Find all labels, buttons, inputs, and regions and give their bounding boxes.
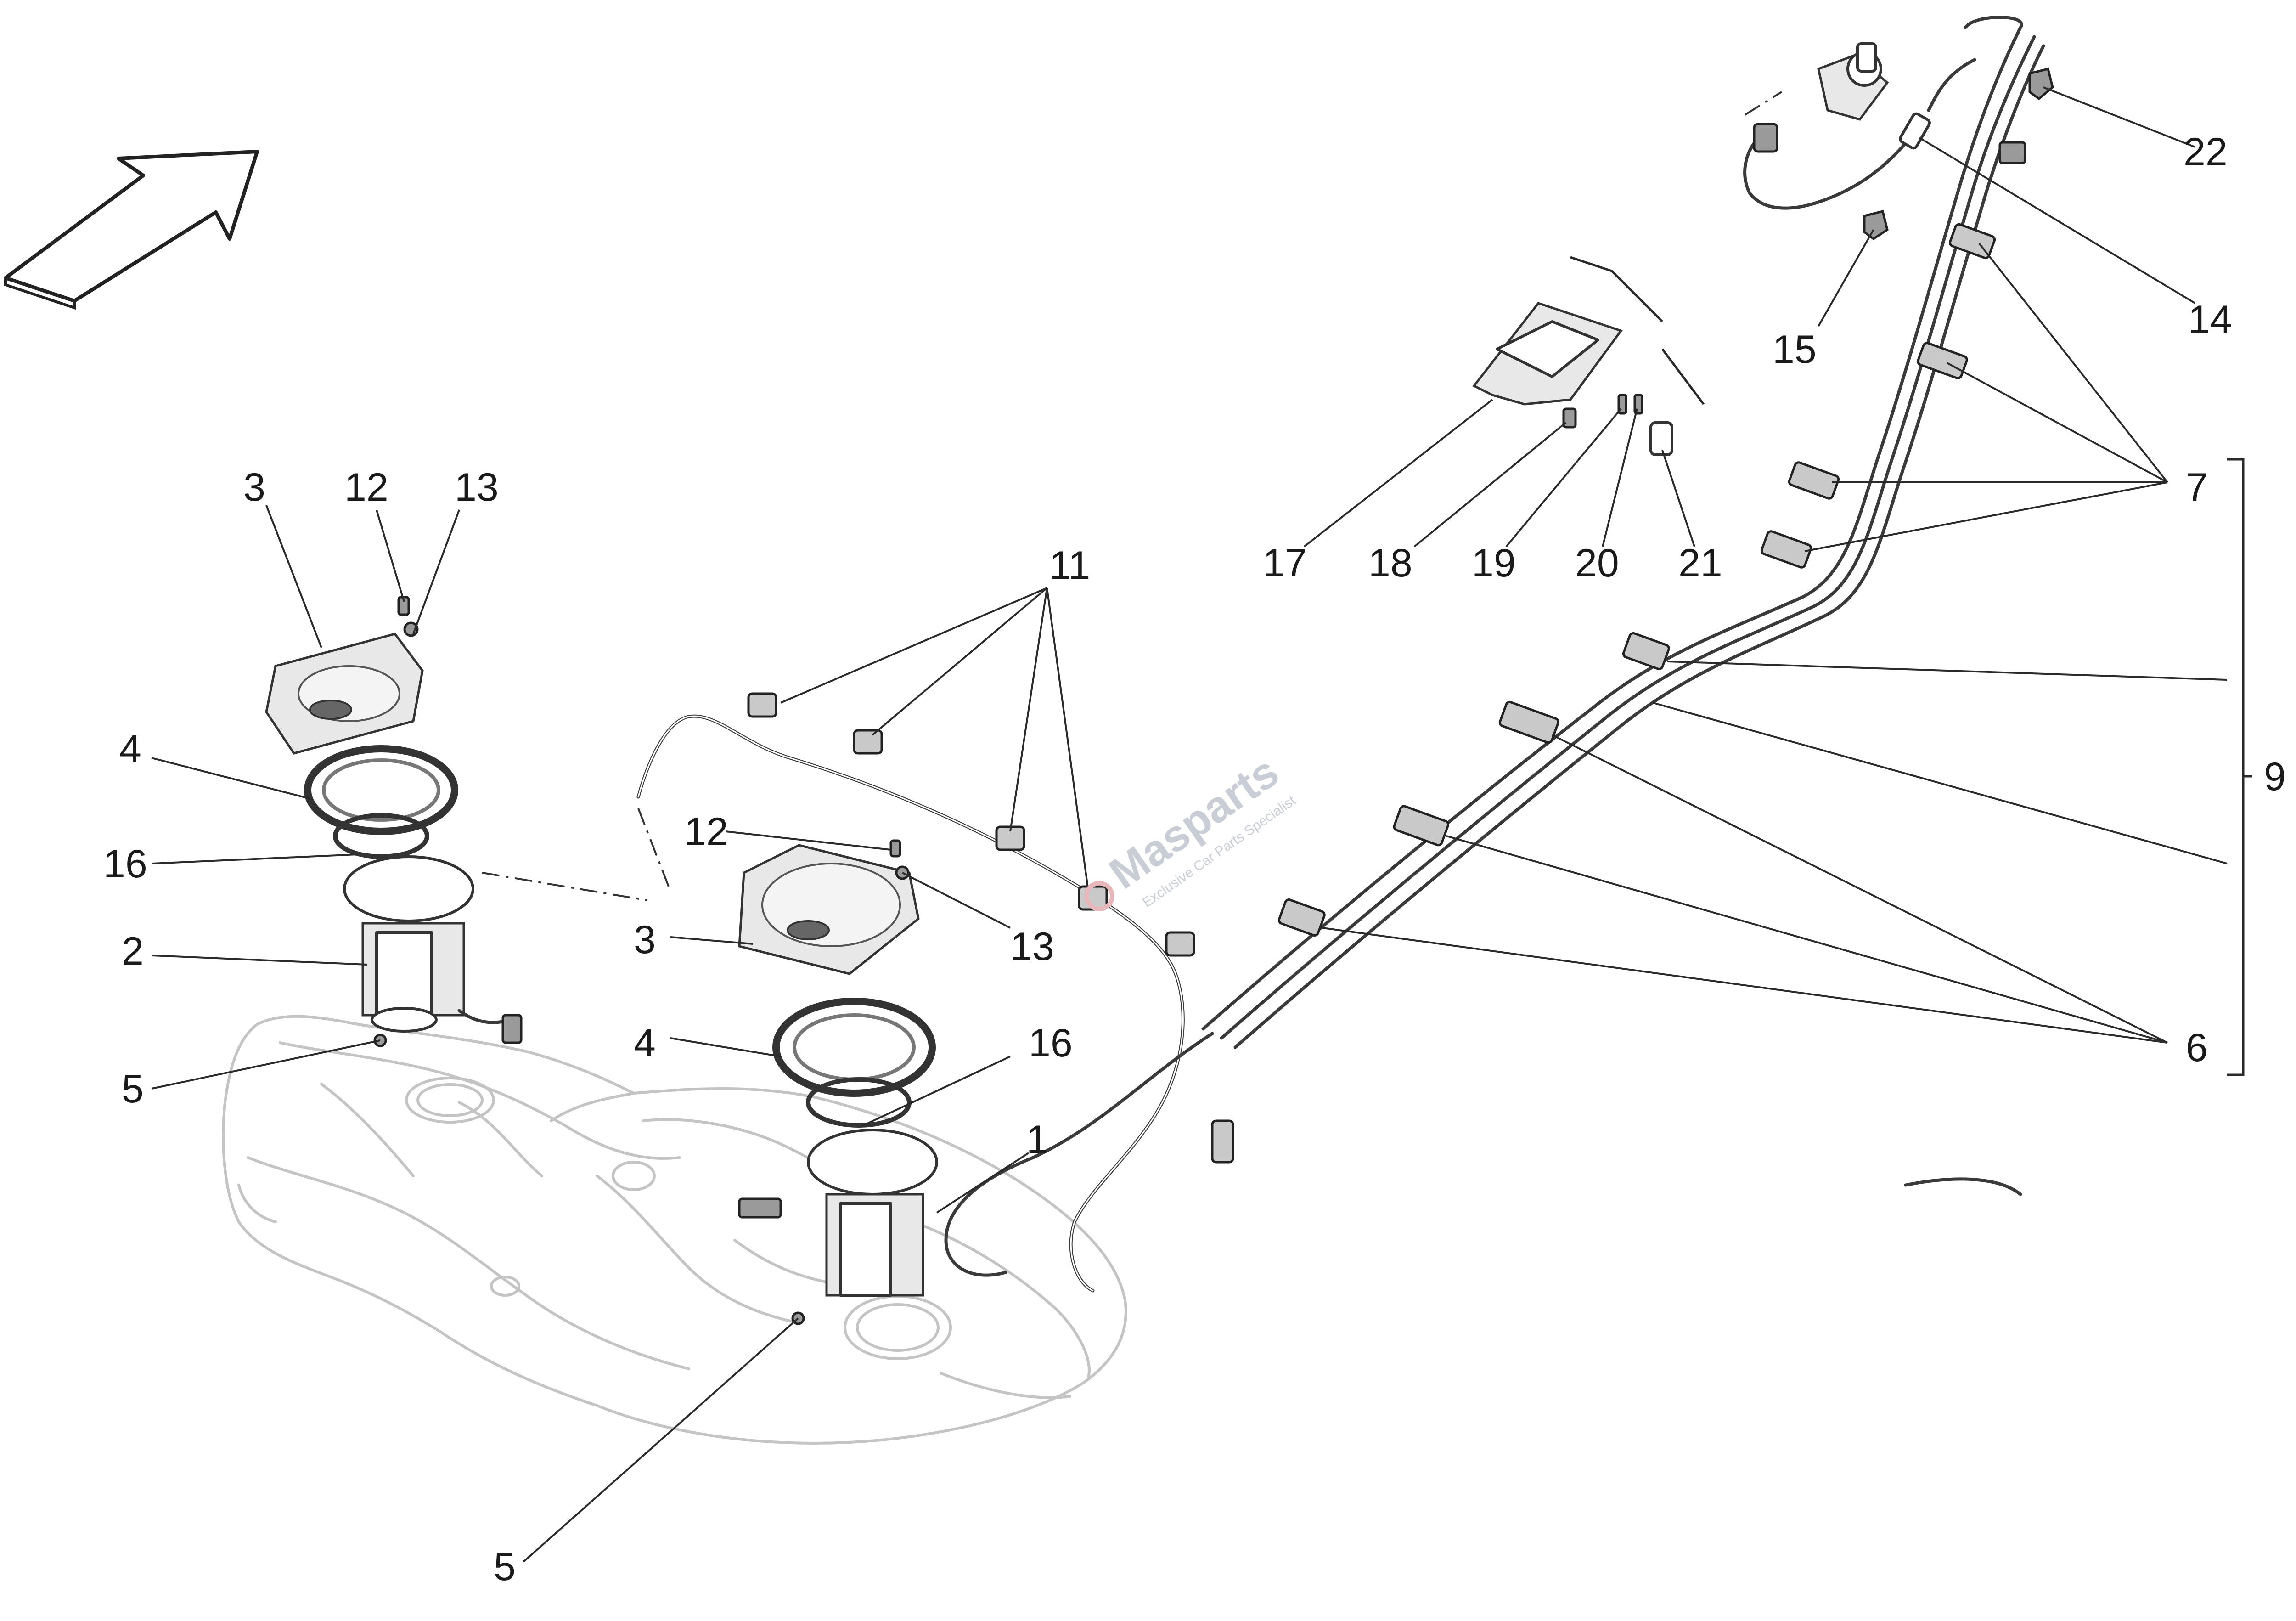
direction-arrow-icon [4,150,259,310]
part-label-7: 7 [2186,465,2208,509]
part-label-16: 16 [103,842,147,886]
left-pump-assembly [265,596,671,1047]
part-label-3: 3 [243,465,265,509]
right-pump-assembly [738,839,938,1325]
part-label-15: 15 [1773,328,1817,372]
part-label-14: 14 [2188,298,2232,342]
part-labels: 3 12 13 4 16 2 5 11 12 3 13 4 16 1 5 17 … [103,130,2286,1589]
fuel-tank [222,1015,1127,1445]
pipe-clips-6 [1277,632,1670,937]
part-label-3: 3 [634,918,656,962]
part-label-18: 18 [1368,541,1412,585]
part-label-22: 22 [2183,130,2228,174]
part-label-12: 12 [344,465,388,509]
part-label-13: 13 [455,465,499,509]
bracket-assembly [1472,256,1705,456]
part-label-11: 11 [1049,543,1090,587]
part-label-5: 5 [122,1067,144,1111]
part-label-2: 2 [122,929,144,973]
top-fittings [1743,42,2054,241]
part-label-5: 5 [494,1545,516,1589]
part-label-17: 17 [1263,541,1307,585]
part-label-4: 4 [119,727,141,771]
part-label-12: 12 [684,810,728,854]
part-label-4: 4 [634,1021,656,1065]
part-label-9: 9 [2264,755,2286,799]
watermark: Masparts Exclusive Car Parts Specialist [1084,747,1299,911]
fuel-line-assembly [636,16,2045,1293]
part-label-16: 16 [1029,1021,1073,1065]
part-label-19: 19 [1472,541,1516,585]
part-label-21: 21 [1678,541,1722,585]
group-bracket-9 [2227,458,2252,1076]
leader-lines [151,86,2228,1563]
part-label-1: 1 [1026,1118,1048,1162]
part-label-13: 13 [1010,925,1054,969]
part-label-6: 6 [2186,1026,2208,1070]
part-label-20: 20 [1575,541,1619,585]
